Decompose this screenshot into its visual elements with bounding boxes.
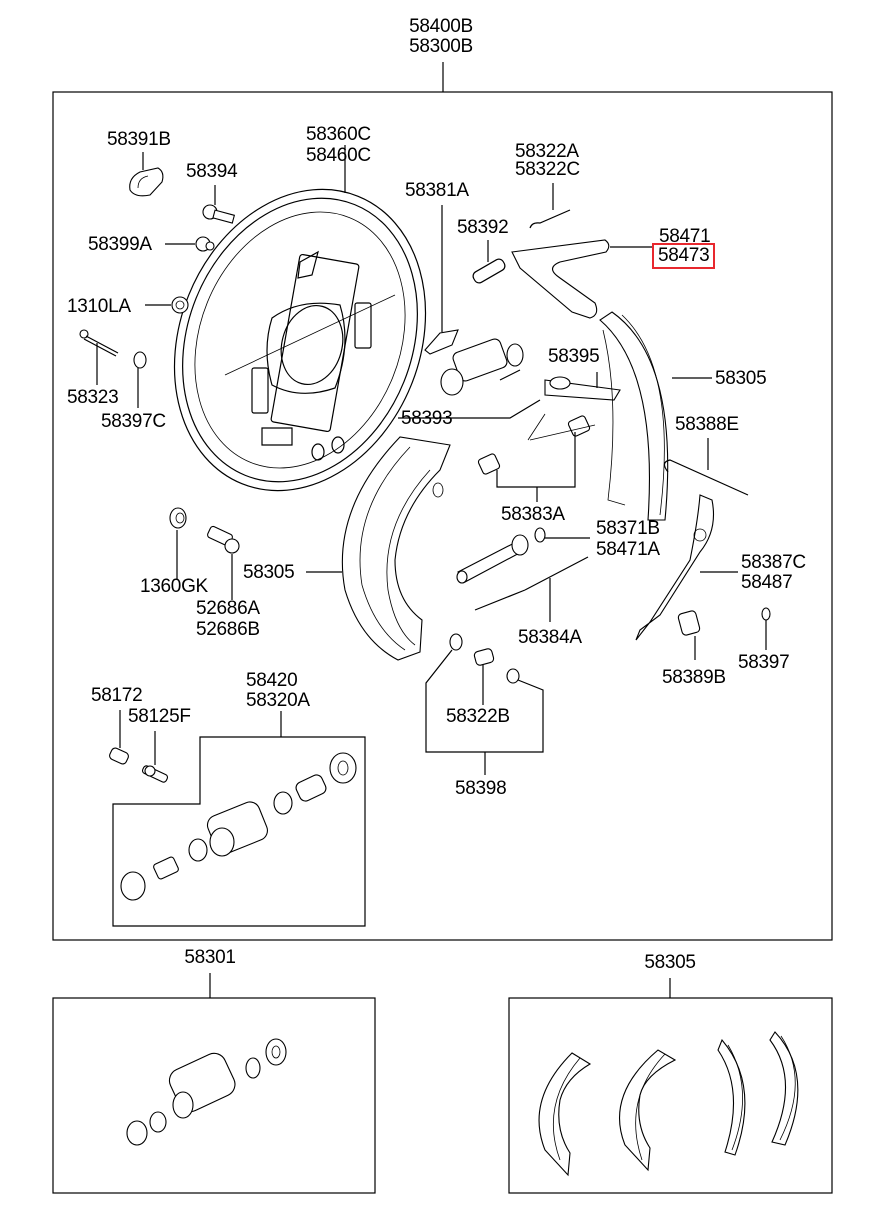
spring-58383A-drawing[interactable] [477, 413, 596, 502]
lever-58471-drawing[interactable] [511, 239, 652, 319]
title-label-58400B: 58400B [409, 16, 473, 37]
strut-58395-drawing[interactable] [398, 369, 621, 419]
sub-assembly-label-58305[interactable]: 58305 [644, 952, 696, 973]
grommet-58391B-drawing[interactable] [129, 152, 164, 197]
plug-58399A-drawing[interactable] [165, 236, 215, 252]
part-label-58471A[interactable]: 58471A [596, 539, 660, 560]
spring-58388E-drawing[interactable] [663, 438, 749, 496]
washer-1360GK-drawing[interactable] [169, 507, 187, 580]
adjuster-spring-58389B-drawing[interactable] [677, 610, 701, 660]
part-label-58387C[interactable]: 58387C [741, 552, 806, 573]
part-label-58391B[interactable]: 58391B [107, 129, 171, 150]
washer-58397C-drawing[interactable] [133, 351, 147, 408]
brake-shoe-left-drawing[interactable] [306, 436, 451, 661]
wheel-cylinder-exploded-drawing[interactable] [112, 711, 366, 927]
part-label-58394[interactable]: 58394 [186, 161, 238, 182]
brake-shoe-set-58305-drawing[interactable] [538, 1031, 799, 1177]
part-label-58393[interactable]: 58393 [401, 408, 453, 429]
part-label-58388E[interactable]: 58388E [675, 414, 739, 435]
part-label-58397[interactable]: 58397 [738, 652, 790, 673]
part-label-1310LA[interactable]: 1310LA [67, 296, 131, 317]
part-label-58389B[interactable]: 58389B [662, 667, 726, 688]
part-label-58371B[interactable]: 58371B [596, 518, 660, 539]
wheel-cylinder-kit-58301-drawing[interactable] [126, 1038, 287, 1146]
part-label-58399A[interactable]: 58399A [88, 234, 152, 255]
main-assembly-frame [52, 62, 833, 941]
hold-down-kit-58398-drawing[interactable] [425, 633, 544, 775]
brake-shoe-right-drawing[interactable] [599, 311, 712, 521]
part-label-58305-left[interactable]: 58305 [243, 562, 295, 583]
part-label-58322B[interactable]: 58322B [446, 706, 510, 727]
part-label-58420[interactable]: 58420 [246, 670, 298, 691]
part-label-58322A[interactable]: 58322A [515, 141, 579, 162]
part-label-58392[interactable]: 58392 [457, 217, 509, 238]
title-label-58300B: 58300B [409, 36, 473, 57]
bolt-58394-drawing[interactable] [202, 185, 236, 224]
seal-58392-drawing[interactable] [471, 240, 506, 285]
bleeder-screw-58125F-drawing[interactable] [141, 731, 169, 783]
part-label-58322C[interactable]: 58322C [515, 159, 580, 180]
part-label-58383A[interactable]: 58383A [501, 504, 565, 525]
pin-58323-drawing[interactable] [79, 329, 119, 385]
sub-assembly-58305-frame [508, 978, 833, 1194]
sub-assembly-58301-frame [52, 973, 376, 1194]
adjuster-screw-58371B-drawing[interactable] [456, 527, 590, 584]
part-label-58323[interactable]: 58323 [67, 387, 119, 408]
part-label-58398[interactable]: 58398 [455, 778, 507, 799]
part-label-58125F[interactable]: 58125F [128, 706, 191, 727]
part-label-52686B[interactable]: 52686B [196, 619, 260, 640]
part-label-58360C[interactable]: 58360C [306, 124, 371, 145]
part-label-52686A[interactable]: 52686A [196, 598, 260, 619]
part-label-58395[interactable]: 58395 [548, 346, 600, 367]
part-label-58384A[interactable]: 58384A [518, 627, 582, 648]
part-label-58471[interactable]: 58471 [659, 226, 711, 247]
sub-assembly-label-58301[interactable]: 58301 [184, 947, 236, 968]
wheel-cylinder-drawing[interactable] [440, 337, 524, 396]
part-label-58305-right[interactable]: 58305 [715, 368, 767, 389]
part-label-58381A[interactable]: 58381A [405, 180, 469, 201]
part-label-58473-highlighted[interactable]: 58473 [651, 243, 716, 269]
bolt-52686-drawing[interactable] [207, 525, 240, 600]
part-label-1360GK[interactable]: 1360GK [140, 576, 208, 597]
part-label-58460C[interactable]: 58460C [306, 145, 371, 166]
spring-58322A-drawing[interactable] [529, 183, 571, 229]
spring-58384A-drawing[interactable] [474, 556, 589, 622]
bleeder-cap-58172-drawing[interactable] [108, 710, 129, 765]
part-label-58320A[interactable]: 58320A [246, 690, 310, 711]
adjuster-lever-58387C-drawing[interactable] [635, 494, 738, 641]
washer-58397-drawing[interactable] [761, 607, 771, 650]
part-label-58397C[interactable]: 58397C [101, 411, 166, 432]
nut-1310LA-drawing[interactable] [145, 296, 189, 314]
backing-plate-drawing[interactable] [131, 145, 470, 529]
adjuster-plate-58381A-drawing[interactable] [424, 205, 459, 355]
part-label-58172[interactable]: 58172 [91, 685, 143, 706]
part-label-58487[interactable]: 58487 [741, 572, 793, 593]
